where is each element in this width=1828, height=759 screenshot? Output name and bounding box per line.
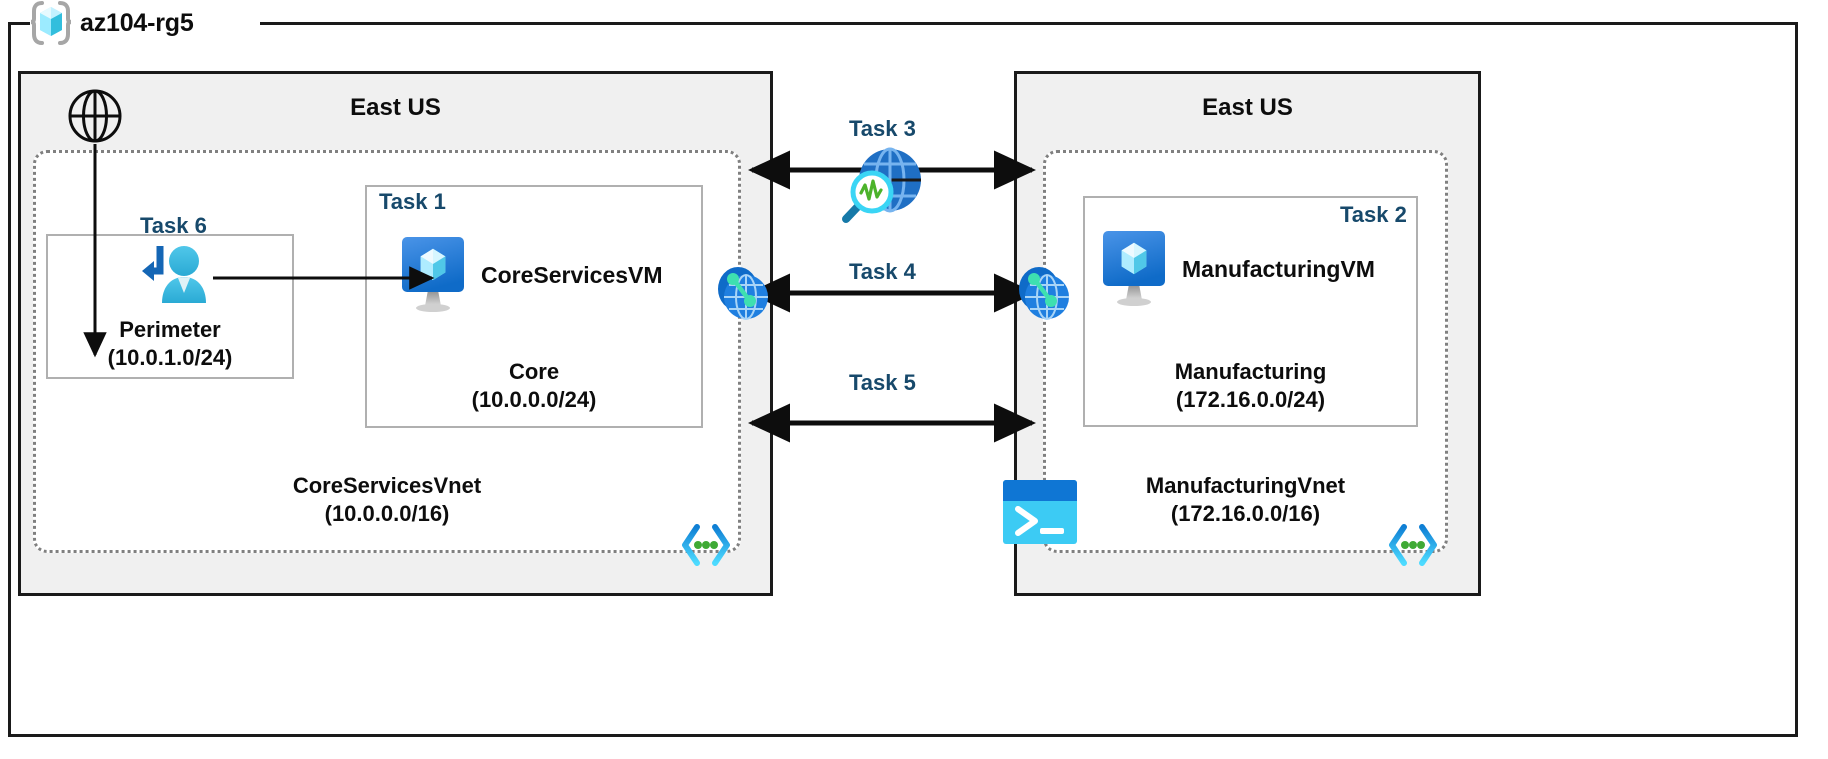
vnet-peering-icon [1014,263,1076,325]
task-label-1: Task 1 [379,189,446,214]
task-label-4: Task 4 [849,259,916,284]
subnet-core-caption: Core (10.0.0.0/24) [365,358,703,414]
vnet-core-services-name: CoreServicesVnet [292,473,482,498]
vm-manufacturing-name: ManufacturingVM [1182,255,1375,282]
vnet-manufacturing-cidr: (172.16.0.0/16) [1170,500,1321,526]
globe-icon [67,88,123,144]
subnet-perimeter-caption: Perimeter (10.0.1.0/24) [46,316,294,372]
code-brackets-icon [680,521,732,569]
subnet-core-cidr: (10.0.0.0/24) [471,386,597,412]
cloud-shell-icon [1001,478,1079,546]
azure-resource-group-icon [30,0,72,46]
vm-core-services-name: CoreServicesVM [481,261,663,288]
task-label-2: Task 2 [1340,202,1407,227]
resource-group-header: az104-rg5 [30,0,194,46]
virtual-machine-icon [399,234,467,316]
subnet-manufacturing-caption: Manufacturing (172.16.0.0/24) [1083,358,1418,414]
task-label-3: Task 3 [849,116,916,141]
network-watcher-icon [838,145,928,227]
vnet-manufacturing-caption: ManufacturingVnet (172.16.0.0/16) [1043,472,1448,528]
vnet-manufacturing-name: ManufacturingVnet [1145,473,1346,498]
code-brackets-icon [1387,521,1439,569]
remote-user-icon [140,241,212,311]
vnet-core-services-caption: CoreServicesVnet (10.0.0.0/16) [33,472,741,528]
vm-core-services: CoreServicesVM [399,234,663,316]
vnet-peering-icon [713,263,775,325]
subnet-perimeter-name: Perimeter [119,317,221,342]
subnet-manufacturing-name: Manufacturing [1174,359,1327,384]
virtual-machine-icon [1100,228,1168,310]
vm-manufacturing: ManufacturingVM [1100,228,1375,310]
region-title-left: East US [350,94,441,121]
task-label-5: Task 5 [849,370,916,395]
resource-group-name: az104-rg5 [80,8,194,37]
task-label-6: Task 6 [140,213,207,238]
subnet-core-name: Core [508,359,560,384]
subnet-perimeter-cidr: (10.0.1.0/24) [107,344,233,370]
subnet-manufacturing-cidr: (172.16.0.0/24) [1175,386,1326,412]
vnet-core-services-cidr: (10.0.0.0/16) [324,500,450,526]
region-title-right: East US [1202,94,1293,121]
